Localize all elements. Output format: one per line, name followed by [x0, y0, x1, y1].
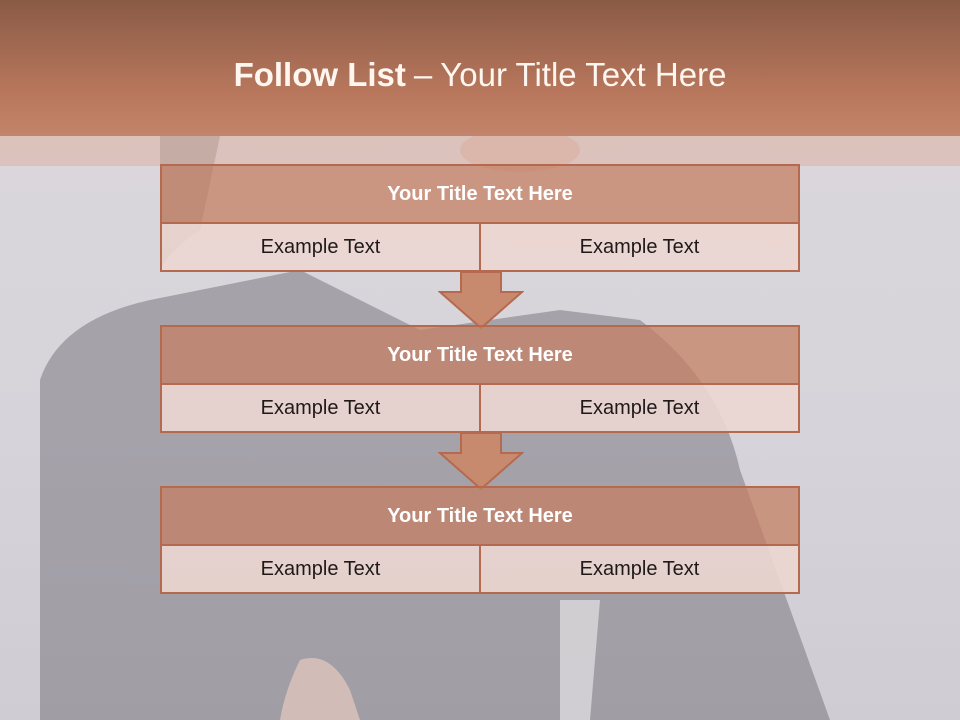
- slide-title[interactable]: Follow List–Your Title Text Here: [0, 56, 960, 94]
- step-row: Example Text Example Text: [162, 385, 798, 431]
- down-arrow-icon: [438, 271, 524, 330]
- step-title[interactable]: Your Title Text Here: [162, 488, 798, 546]
- down-arrow-icon: [438, 432, 524, 491]
- step-cell-left[interactable]: Example Text: [162, 224, 479, 270]
- step-cell-left[interactable]: Example Text: [162, 385, 479, 431]
- step-row: Example Text Example Text: [162, 546, 798, 592]
- title-bold: Follow List: [233, 56, 406, 93]
- step-box-3[interactable]: Your Title Text Here Example Text Exampl…: [160, 486, 800, 594]
- step-cell-right[interactable]: Example Text: [479, 546, 798, 592]
- step-cell-right[interactable]: Example Text: [479, 224, 798, 270]
- step-cell-left[interactable]: Example Text: [162, 546, 479, 592]
- step-box-2[interactable]: Your Title Text Here Example Text Exampl…: [160, 325, 800, 433]
- title-separator: –: [413, 56, 433, 93]
- step-row: Example Text Example Text: [162, 224, 798, 270]
- title-rest: Your Title Text Here: [440, 56, 727, 93]
- step-cell-right[interactable]: Example Text: [479, 385, 798, 431]
- step-title[interactable]: Your Title Text Here: [162, 327, 798, 385]
- title-band: [0, 136, 960, 166]
- title-bar: [0, 0, 960, 136]
- step-title[interactable]: Your Title Text Here: [162, 166, 798, 224]
- step-box-1[interactable]: Your Title Text Here Example Text Exampl…: [160, 164, 800, 272]
